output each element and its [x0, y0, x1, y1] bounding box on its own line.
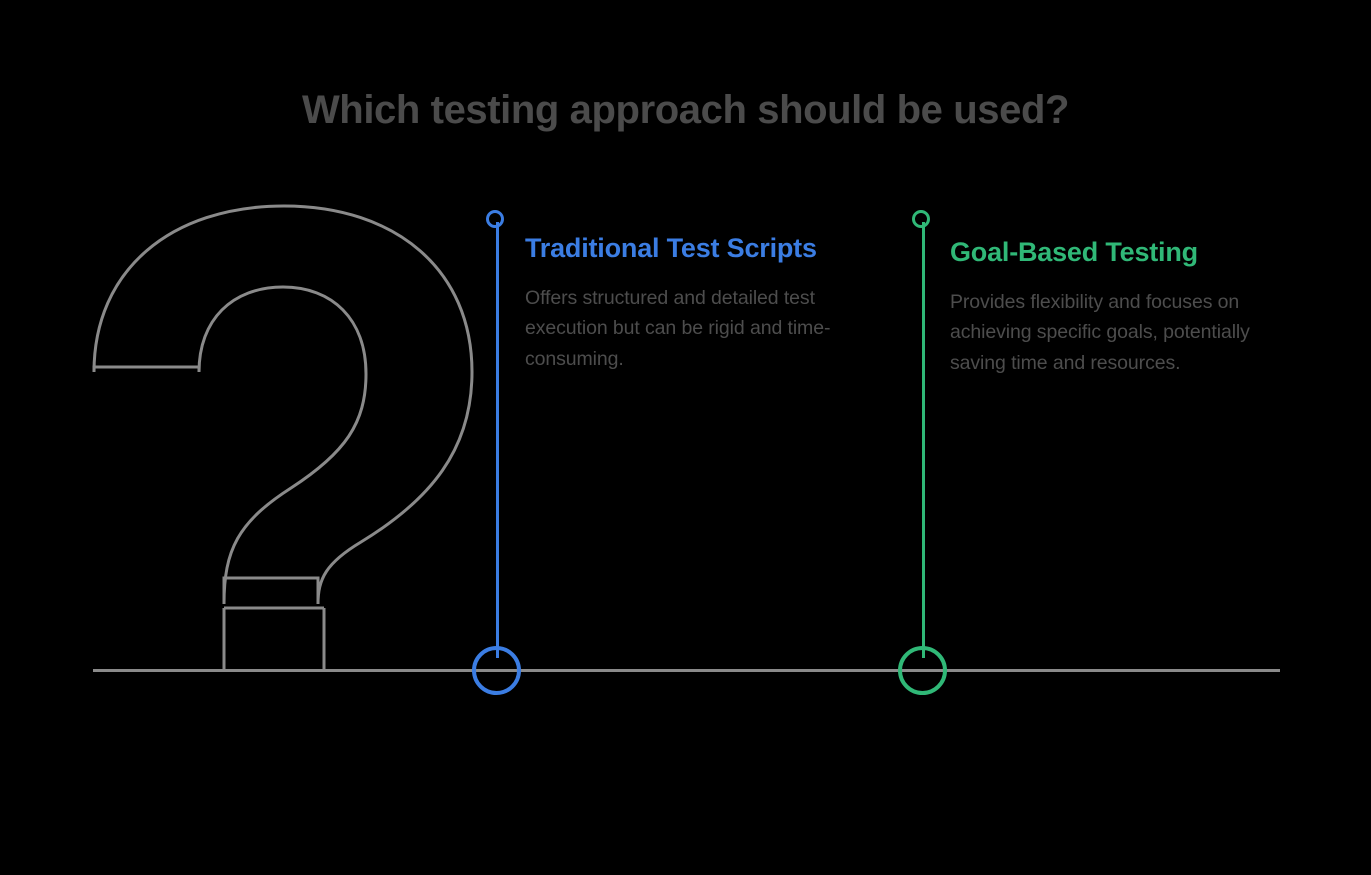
marker-stem: [496, 222, 499, 658]
question-mark-icon: [78, 192, 488, 687]
timeline-baseline: [93, 669, 1280, 672]
option-traditional-test-scripts: Traditional Test Scripts Offers structur…: [525, 228, 845, 375]
marker-top-ring-icon: [912, 210, 930, 228]
marker-traditional-test-scripts[interactable]: [472, 210, 521, 695]
marker-base-ring-icon: [898, 646, 947, 695]
option-heading: Goal-Based Testing: [950, 237, 1198, 267]
marker-stem: [922, 222, 925, 658]
option-heading: Traditional Test Scripts: [525, 233, 817, 263]
option-description: Offers structured and detailed test exec…: [525, 286, 831, 371]
marker-base-ring-icon: [472, 646, 521, 695]
marker-goal-based-testing[interactable]: [898, 210, 947, 695]
option-description: Provides flexibility and focuses on achi…: [950, 290, 1250, 375]
option-goal-based-testing: Goal-Based Testing Provides flexibility …: [950, 232, 1260, 379]
page-title: Which testing approach should be used?: [301, 88, 1070, 132]
marker-top-ring-icon: [486, 210, 504, 228]
